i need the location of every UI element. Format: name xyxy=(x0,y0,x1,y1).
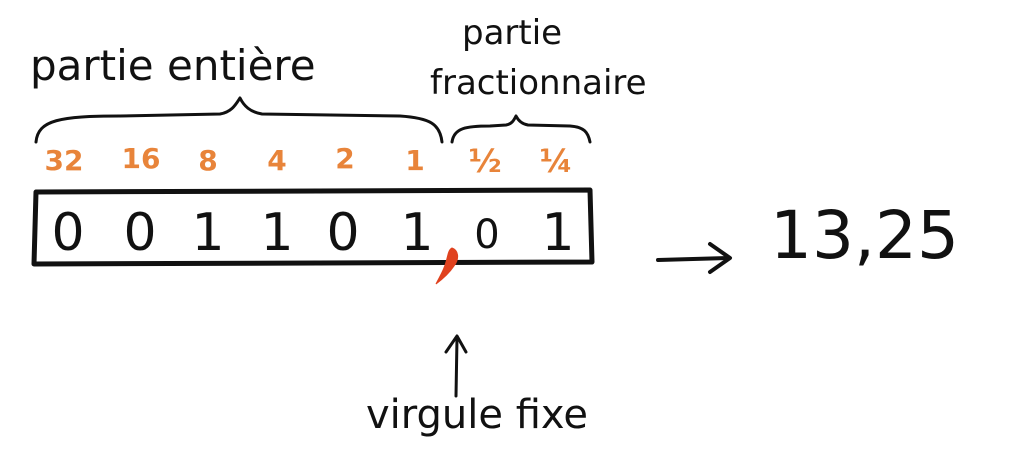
weight-16: 16 xyxy=(122,142,161,175)
bit-7: 1 xyxy=(541,203,574,263)
register-box xyxy=(31,187,595,267)
bit-3: 1 xyxy=(260,203,293,263)
bit-0: 0 xyxy=(51,203,84,263)
fraction-part-brace xyxy=(450,114,592,144)
bit-6: 0 xyxy=(474,212,499,258)
weight-half: ½ xyxy=(468,142,501,180)
weight-4: 4 xyxy=(267,144,286,177)
integer-part-brace xyxy=(34,96,444,144)
weight-quarter: ¼ xyxy=(539,142,572,180)
weight-32: 32 xyxy=(45,144,84,177)
weight-1: 1 xyxy=(405,144,424,177)
bit-5: 1 xyxy=(400,203,433,263)
integer-part-label: partie entière xyxy=(30,41,316,90)
fraction-part-label-line1: partie xyxy=(462,13,562,53)
weight-2: 2 xyxy=(335,142,354,175)
fraction-part-label-line2: fractionnaire xyxy=(430,63,647,103)
fixed-point-label: virgule fixe xyxy=(366,392,588,438)
bit-1: 0 xyxy=(123,203,156,263)
right-arrow-icon xyxy=(656,242,732,274)
bit-values: 0 0 1 1 0 1 0 1 xyxy=(51,203,574,263)
bit-2: 1 xyxy=(191,203,224,263)
bit-weights: 32 16 8 4 2 1 ½ ¼ xyxy=(45,142,573,180)
fixed-point-comma-marker xyxy=(435,247,459,285)
result-value: 13,25 xyxy=(770,197,959,274)
bit-4: 0 xyxy=(326,203,359,263)
up-arrow-icon xyxy=(444,334,468,398)
weight-8: 8 xyxy=(198,144,217,177)
